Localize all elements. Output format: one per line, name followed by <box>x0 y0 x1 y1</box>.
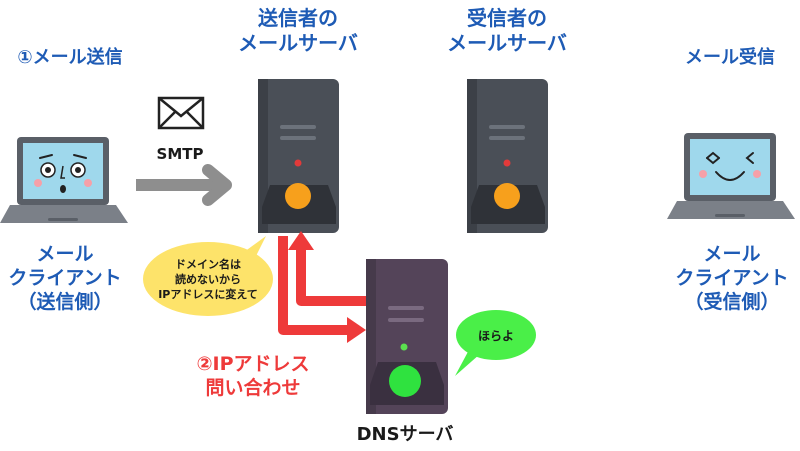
request-bubble <box>143 236 273 316</box>
sender-server-icon <box>258 79 339 233</box>
reply-bubble-text: ほらよ <box>477 329 514 343</box>
receive-label: メール受信 <box>660 47 800 70</box>
receiver-client-label: メール クライアント （受信側） <box>664 243 800 314</box>
step2-line1: ②IPアドレス <box>196 353 310 375</box>
receiver-client-line1: メール <box>703 243 761 265</box>
receiver-client-line2: クライアント <box>675 266 789 289</box>
sender-server-title: 送信者の メールサーバ <box>218 6 378 56</box>
sender-client-line2: クライアント <box>8 266 122 289</box>
step1-label: ①メール送信 <box>17 47 123 68</box>
request-bubble-text: ドメイン名は 読めないから IPアドレスに変えて <box>146 257 270 302</box>
recipient-server-title: 受信者の メールサーバ <box>427 6 587 56</box>
smtp-label: SMTP <box>156 145 204 163</box>
receiver-client-line3: （受信側） <box>684 290 780 313</box>
recipient-server-line2: メールサーバ <box>447 31 567 55</box>
sender-client-line3: （送信側） <box>17 290 113 313</box>
dns-server-icon <box>366 259 448 414</box>
request-line3: IPアドレスに変えて <box>158 288 258 301</box>
sender-server-line2: メールサーバ <box>238 31 358 55</box>
sender-laptop-icon <box>0 137 128 223</box>
receiver-laptop-icon <box>667 133 795 219</box>
sender-client-line1: メール <box>36 243 94 265</box>
request-line1: ドメイン名は <box>175 258 241 271</box>
dns-query-arrows <box>278 231 366 343</box>
smtp-arrow <box>136 164 232 206</box>
step2-line2: 問い合わせ <box>205 376 301 399</box>
step2-label: ②IPアドレス 問い合わせ <box>172 353 334 401</box>
receive-label-text: メール受信 <box>685 47 775 68</box>
recipient-server-icon <box>467 79 548 233</box>
sender-server-line1: 送信者の <box>258 6 338 30</box>
request-line2: 読めないから <box>175 273 241 286</box>
reply-bubble <box>455 310 536 376</box>
dns-label: DNSサーバ <box>356 424 454 445</box>
sender-client-label: メール クライアント （送信側） <box>0 243 130 314</box>
recipient-server-line1: 受信者の <box>467 6 547 30</box>
envelope-icon <box>157 96 205 130</box>
